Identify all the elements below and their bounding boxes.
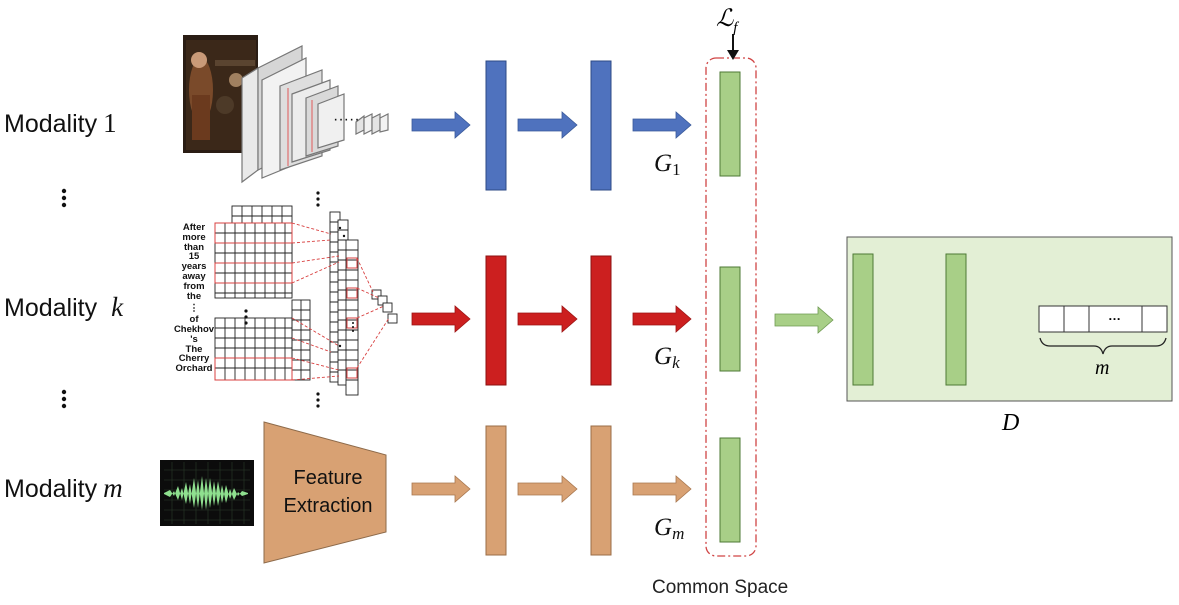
generator-1-symbol: G bbox=[654, 150, 673, 177]
text-input-words: After more than 15 years away from the ⋮… bbox=[169, 223, 219, 374]
cnn-layers bbox=[241, 45, 389, 184]
common-space-label: Common Space bbox=[652, 577, 789, 598]
generator-k-symbol: G bbox=[654, 343, 673, 370]
text-word: of bbox=[189, 314, 199, 326]
modality-ellipsis bbox=[61, 188, 67, 409]
modality-k-var: k bbox=[111, 292, 124, 322]
text-word: more bbox=[182, 231, 206, 243]
loss-arrow bbox=[727, 34, 739, 60]
generator-layers-tan bbox=[485, 425, 612, 556]
text-word: ⋮ bbox=[189, 303, 199, 315]
arrows-red bbox=[411, 305, 692, 333]
feature-extraction-line1: Feature bbox=[293, 467, 363, 489]
generator-1-sub: 1 bbox=[672, 160, 681, 179]
generator-m-symbol: G bbox=[654, 514, 673, 541]
text-word: from bbox=[183, 280, 205, 292]
arrows-tan bbox=[411, 475, 692, 503]
modality-1-prefix: Modality bbox=[4, 110, 98, 138]
text-cnn-red-highlights bbox=[214, 222, 358, 381]
generator-layers-red bbox=[485, 255, 612, 386]
text-word: 15 bbox=[188, 251, 200, 263]
text-word: After bbox=[182, 222, 206, 233]
output-vector bbox=[1038, 305, 1168, 333]
text-word: Orchard bbox=[175, 363, 213, 375]
feature-extraction-line2: Extraction bbox=[283, 495, 373, 517]
text-word: Cherry bbox=[178, 353, 210, 365]
output-brace-label: m bbox=[1095, 357, 1110, 379]
generator-m-sub: m bbox=[672, 524, 685, 543]
generator-layers-blue bbox=[485, 60, 612, 191]
common-space-box bbox=[705, 57, 757, 557]
generator-1-label: G1 bbox=[654, 150, 681, 179]
output-brace bbox=[1039, 337, 1167, 355]
discriminator-layers bbox=[852, 253, 967, 386]
text-cnn-grid bbox=[214, 205, 398, 396]
text-word: than bbox=[183, 241, 205, 253]
text-word: the bbox=[186, 290, 202, 302]
text-word: Chekhov bbox=[173, 323, 215, 335]
feature-extraction-label: Feature Extraction bbox=[272, 464, 384, 520]
modality-k-label: Modality k bbox=[4, 292, 123, 323]
modality-m-prefix: Modality bbox=[4, 475, 98, 503]
modality-k-prefix: Modality bbox=[4, 294, 98, 322]
arrows-blue bbox=[411, 111, 692, 139]
feature-extraction-block bbox=[263, 421, 387, 564]
text-cnn-dots bbox=[244, 191, 354, 408]
cnn-ellipsis: ····· bbox=[333, 111, 360, 128]
text-word: years bbox=[181, 261, 207, 273]
text-word: 's bbox=[190, 333, 198, 345]
modality-m-var: m bbox=[103, 473, 123, 503]
generator-m-label: Gm bbox=[654, 514, 685, 543]
generator-k-label: Gk bbox=[654, 343, 680, 372]
discriminator-label: D bbox=[1002, 410, 1020, 436]
audio-waveform bbox=[160, 460, 254, 526]
text-word: away bbox=[182, 270, 206, 282]
output-vector-ellipsis: … bbox=[1108, 308, 1121, 323]
generator-k-sub: k bbox=[672, 353, 680, 372]
loss-label: ℒf bbox=[716, 4, 737, 37]
text-cnn-connections bbox=[291, 222, 390, 381]
modality-1-var: 1 bbox=[103, 108, 117, 138]
common-space-embeddings bbox=[719, 71, 741, 543]
text-word: The bbox=[185, 343, 203, 355]
loss-sub: f bbox=[733, 19, 738, 36]
loss-symbol: ℒ bbox=[716, 6, 734, 32]
